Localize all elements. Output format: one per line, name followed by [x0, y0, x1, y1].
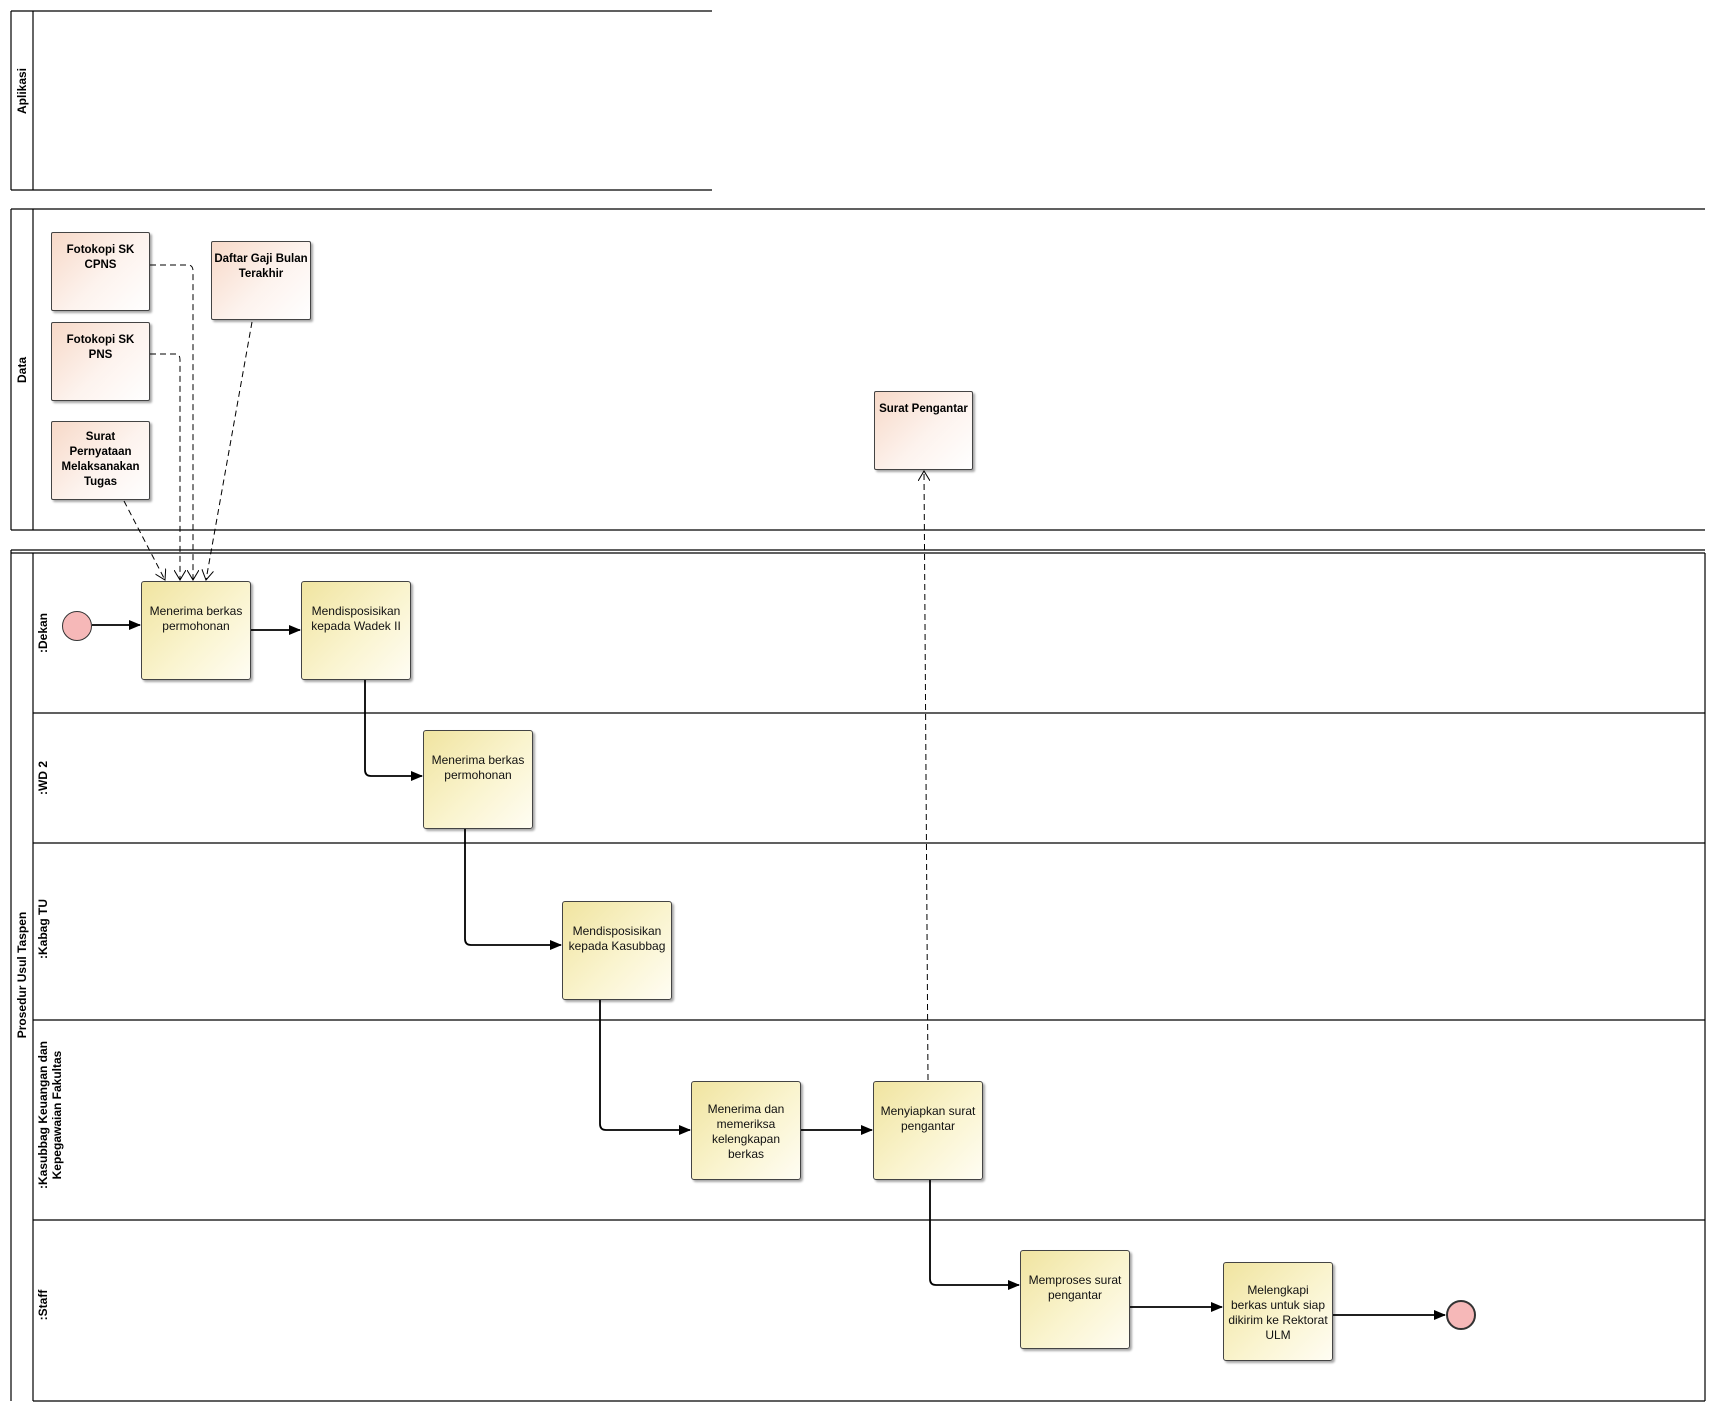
- lane-label-staff: :Staff: [36, 1289, 50, 1321]
- data-object-sk-cpns[interactable]: Fotokopi SK CPNS: [51, 232, 150, 311]
- data-object-daftar-gaji[interactable]: Daftar Gaji Bulan Terakhir: [211, 241, 311, 320]
- data-associations: [123, 264, 928, 1081]
- pool-data-frame: [10, 208, 1705, 531]
- lane-label-dekan: :Dekan: [36, 613, 50, 654]
- start-event[interactable]: [62, 611, 92, 641]
- lane-label-kasubbag: :Kasubbag Keuangan dan Kepegawaian Fakul…: [36, 1041, 64, 1190]
- pool-aplikasi-frame: [10, 10, 712, 191]
- pool-label-data: Data: [15, 357, 29, 384]
- task-dekan-mendisposisikan-wadek[interactable]: Mendisposisikan kepada Wadek II: [301, 581, 411, 680]
- lane-label-kabag-tu: :Kabag TU: [36, 899, 50, 959]
- data-object-surat-pengantar[interactable]: Surat Pengantar: [874, 391, 973, 470]
- lane-label-wd2: :WD 2: [36, 761, 50, 795]
- pool-process-frame: [10, 549, 1706, 1402]
- sequence-flows: [92, 620, 1446, 1320]
- task-kabag-mendisposisikan-kasubbag[interactable]: Mendisposisikan kepada Kasubbag: [562, 901, 672, 1000]
- end-event[interactable]: [1446, 1300, 1476, 1330]
- data-object-sk-pns[interactable]: Fotokopi SK PNS: [51, 322, 150, 401]
- data-object-surat-pernyataan[interactable]: Surat Pernyataan Melaksanakan Tugas: [51, 421, 150, 500]
- task-staff-melengkapi-berkas[interactable]: Melengkapi berkas untuk siap dikirim ke …: [1223, 1262, 1333, 1361]
- task-dekan-menerima-berkas[interactable]: Menerima berkas permohonan: [141, 581, 251, 680]
- pool-label-process: Prosedur Usul Taspen: [15, 911, 29, 1039]
- task-staff-memproses-surat[interactable]: Memproses surat pengantar: [1020, 1250, 1130, 1349]
- task-kasubbag-menyiapkan-surat[interactable]: Menyiapkan surat pengantar: [873, 1081, 983, 1180]
- pool-label-aplikasi: Aplikasi: [15, 67, 29, 115]
- task-wd2-menerima-berkas[interactable]: Menerima berkas permohonan: [423, 730, 533, 829]
- task-kasubbag-memeriksa-berkas[interactable]: Menerima dan memeriksa kelengkapan berka…: [691, 1081, 801, 1180]
